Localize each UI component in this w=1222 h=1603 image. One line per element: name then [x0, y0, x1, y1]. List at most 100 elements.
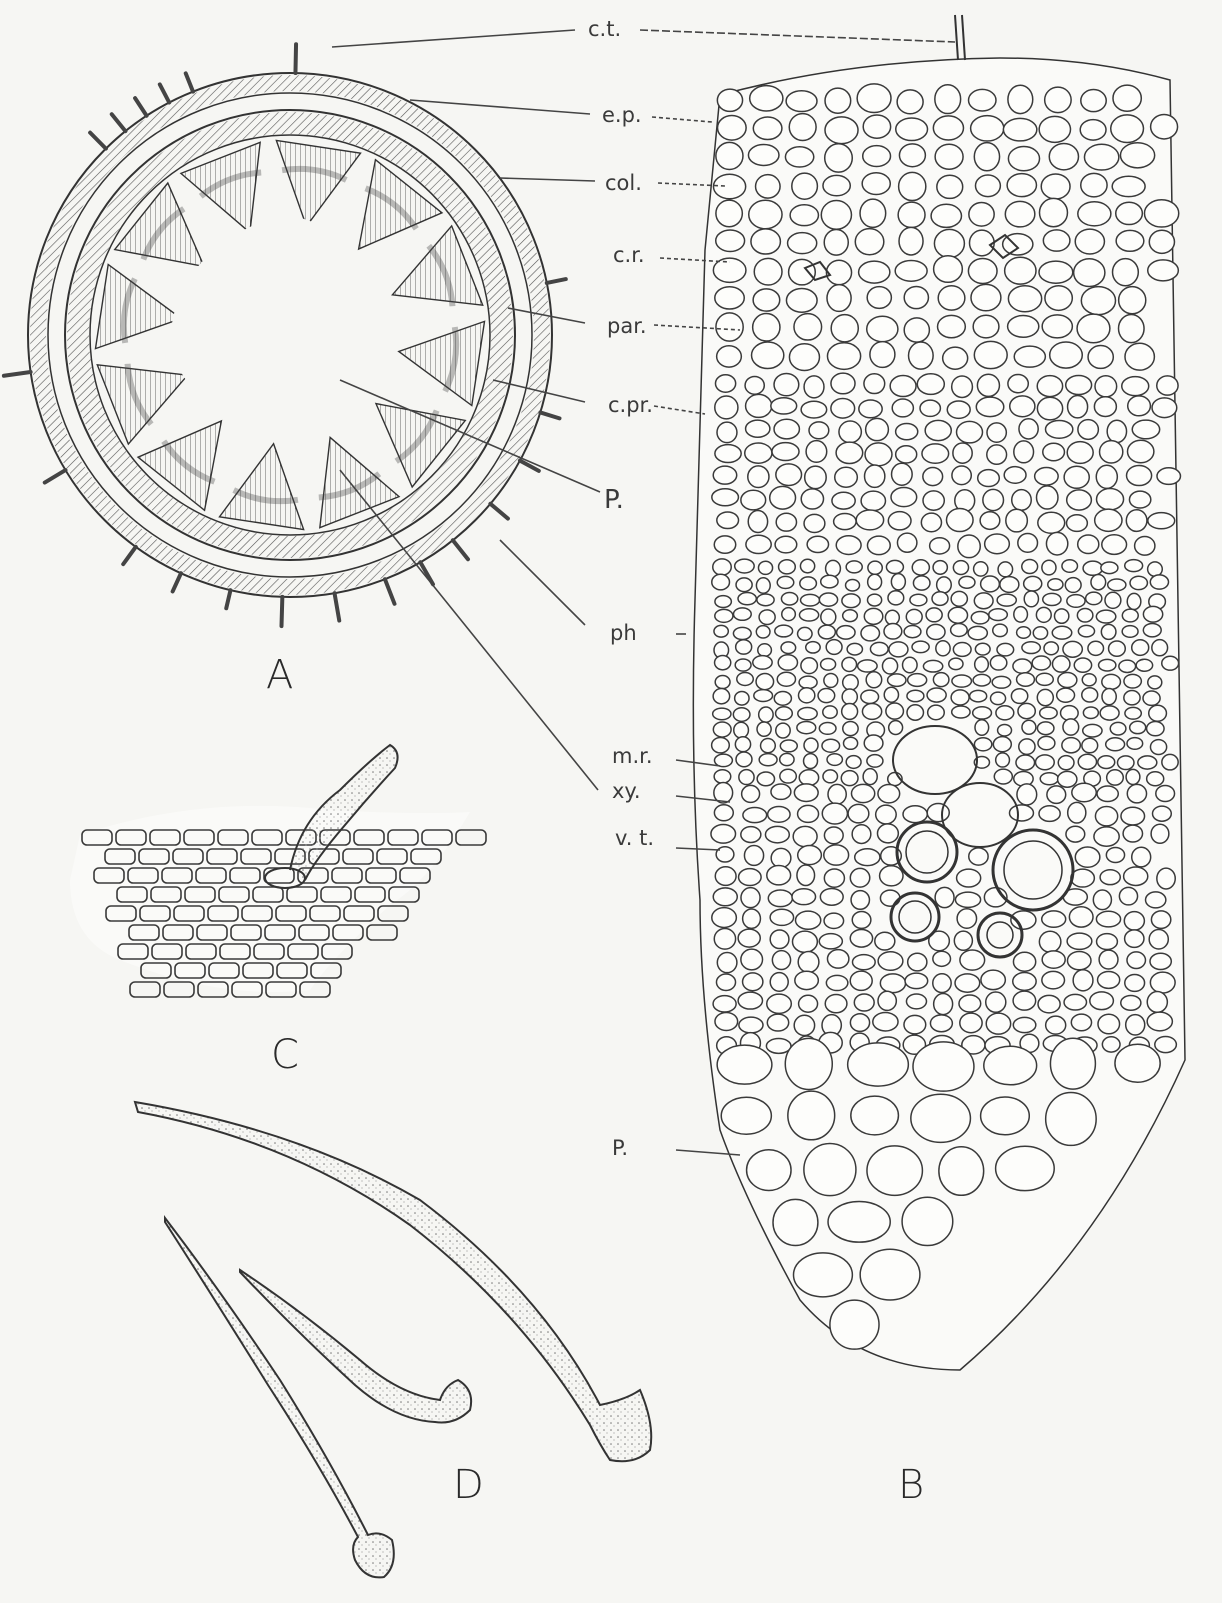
cell — [897, 90, 923, 114]
cell — [1090, 992, 1114, 1010]
cell — [1024, 591, 1038, 607]
cell — [905, 973, 928, 989]
cell — [1035, 468, 1059, 486]
cell — [923, 660, 942, 672]
cell — [860, 1249, 920, 1300]
cell — [836, 442, 863, 463]
cell — [946, 509, 973, 532]
cell — [1013, 991, 1036, 1010]
cell — [757, 594, 774, 606]
cell — [913, 576, 930, 590]
cell — [852, 955, 875, 970]
cell — [772, 443, 799, 461]
cell — [1125, 930, 1144, 947]
cell — [768, 806, 790, 822]
cell — [1088, 346, 1113, 369]
cell — [1063, 719, 1079, 735]
cell — [824, 869, 844, 887]
cell — [974, 341, 1007, 368]
cell — [922, 444, 949, 463]
cell — [825, 995, 847, 1013]
cell — [1102, 689, 1116, 705]
cell — [1093, 890, 1111, 910]
cell — [1152, 398, 1177, 418]
cell — [1054, 609, 1068, 623]
cell — [742, 785, 760, 802]
cell — [770, 909, 793, 925]
cell — [1148, 513, 1175, 529]
cell — [935, 887, 954, 907]
cell — [770, 973, 788, 992]
cell — [899, 144, 925, 167]
cell — [1081, 90, 1106, 112]
vascular-bundle — [219, 444, 303, 530]
cell — [1132, 420, 1159, 439]
cell — [867, 755, 883, 768]
cell — [1148, 676, 1162, 689]
cell — [715, 675, 730, 688]
cell — [959, 995, 981, 1012]
cell — [836, 536, 861, 555]
cell — [823, 770, 838, 783]
cell — [1069, 907, 1093, 927]
cell — [1124, 867, 1148, 885]
cell — [846, 561, 862, 573]
cell — [1102, 674, 1121, 689]
cell — [1149, 930, 1168, 949]
cell — [794, 784, 818, 802]
cell — [863, 769, 877, 785]
cell — [1018, 533, 1038, 552]
cell — [1099, 659, 1116, 671]
cell — [1144, 200, 1178, 227]
cell — [1124, 691, 1140, 705]
cell — [980, 512, 1000, 530]
cell — [957, 869, 981, 887]
cell — [906, 609, 922, 624]
cell — [748, 145, 779, 166]
cell — [750, 86, 783, 111]
cell — [1003, 118, 1036, 140]
cell — [974, 593, 993, 609]
cell — [799, 770, 818, 786]
cell — [1007, 174, 1036, 197]
cell — [932, 592, 948, 606]
cell — [821, 659, 836, 671]
label-mr: m.r. — [612, 744, 653, 768]
cell — [733, 608, 751, 620]
cell — [801, 489, 823, 509]
cell — [842, 594, 860, 608]
cell — [1017, 784, 1037, 805]
cell — [1064, 994, 1086, 1010]
cell — [712, 908, 737, 928]
cell — [906, 994, 926, 1009]
cell — [1067, 490, 1092, 510]
cell — [1117, 756, 1134, 770]
cell — [1037, 689, 1053, 705]
cell — [885, 610, 899, 625]
cell — [1127, 593, 1141, 609]
cell — [1098, 1014, 1120, 1034]
cell — [971, 611, 989, 623]
cell — [971, 116, 1004, 141]
cell — [714, 928, 735, 949]
cell — [842, 657, 857, 671]
cell — [1042, 971, 1065, 989]
cell — [1095, 376, 1117, 397]
cell — [1039, 931, 1061, 952]
cell — [1073, 970, 1093, 991]
cell — [948, 607, 967, 623]
cell — [1108, 579, 1126, 591]
cell — [1013, 659, 1032, 673]
hair-3 — [165, 1218, 394, 1577]
cell — [820, 888, 843, 905]
cell — [868, 574, 882, 589]
cell — [798, 951, 819, 972]
cell — [714, 536, 735, 553]
cell — [1157, 868, 1175, 889]
cell — [1011, 689, 1027, 704]
cell — [830, 1300, 879, 1349]
cell — [923, 491, 944, 510]
cell — [971, 284, 1001, 310]
cell — [1018, 703, 1035, 718]
hair — [112, 114, 126, 131]
